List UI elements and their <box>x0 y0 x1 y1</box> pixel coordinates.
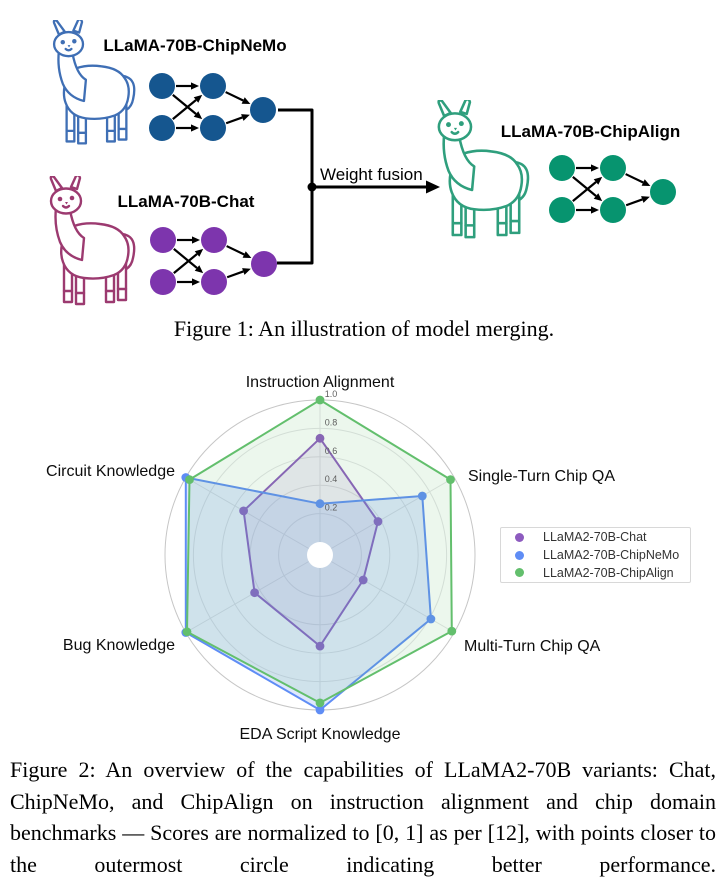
legend-item-chat: LLaMA2-70B-Chat <box>501 530 690 545</box>
legend-label-chat: LLaMA2-70B-Chat <box>543 530 647 545</box>
chat-model-label: LLaMA-70B-Chat <box>117 192 255 211</box>
figure1-caption: Figure 1: An illustration of model mergi… <box>173 316 555 341</box>
axis-label-instruction-alignment: Instruction Alignment <box>246 374 395 391</box>
figure1-model-merging-diagram: LLaMA-70B-ChipNeMo LLaMA-70B-Chat Weight… <box>0 0 728 315</box>
chipalign-model-label: LLaMA-70B-ChipAlign <box>500 122 681 141</box>
legend-dot-chat <box>515 532 524 542</box>
axis-label-single-turn-chip-qa: Single-Turn Chip QA <box>468 468 615 485</box>
weight-fusion-connector: Weight fusion <box>277 108 440 265</box>
legend-item-chipnemo: LLaMA2-70B-ChipNeMo <box>501 548 690 563</box>
legend-dot-chipalign <box>515 568 524 578</box>
axis-label-bug-knowledge: Bug Knowledge <box>63 637 175 654</box>
chipalign-network-icon <box>549 155 676 223</box>
radar-series-group <box>181 395 457 715</box>
legend-item-chipalign: LLaMA2-70B-ChipAlign <box>501 565 690 580</box>
legend-label-chipalign: LLaMA2-70B-ChipAlign <box>543 565 674 580</box>
svg-text:1.0: 1.0 <box>325 389 338 399</box>
axis-label-multi-turn-chip-qa: Multi-Turn Chip QA <box>464 638 601 655</box>
radar-center-hole <box>307 542 333 568</box>
svg-text:0.4: 0.4 <box>325 474 338 484</box>
axis-label-eda-script-knowledge: EDA Script Knowledge <box>240 726 401 743</box>
svg-text:0.2: 0.2 <box>325 503 338 513</box>
svg-text:0.8: 0.8 <box>325 417 338 427</box>
figure2-caption: Figure 2: An overview of the capabilitie… <box>10 757 716 877</box>
radial-tick-labels: 0.2 0.4 0.6 0.8 1.0 <box>325 389 338 513</box>
radar-series-LLaMA2-70B-Chat <box>239 433 383 651</box>
chat-network-icon <box>150 227 277 295</box>
fusion-arrowhead <box>426 180 440 194</box>
chipnemo-network-icon <box>149 73 276 141</box>
chipnemo-model-label: LLaMA-70B-ChipNeMo <box>103 36 287 55</box>
legend-dot-chipnemo <box>515 550 524 560</box>
svg-text:0.6: 0.6 <box>325 446 338 456</box>
legend-label-chipnemo: LLaMA2-70B-ChipNeMo <box>543 548 680 562</box>
weight-fusion-label: Weight fusion <box>320 165 423 184</box>
chart-legend: LLaMA2-70B-Chat LLaMA2-70B-ChipNeMo LLaM… <box>500 527 691 583</box>
radar-chart: 0.2 0.4 0.6 0.8 1.0 Instruction Alignment Si… <box>46 374 615 743</box>
axis-label-circuit-knowledge: Circuit Knowledge <box>46 463 175 480</box>
